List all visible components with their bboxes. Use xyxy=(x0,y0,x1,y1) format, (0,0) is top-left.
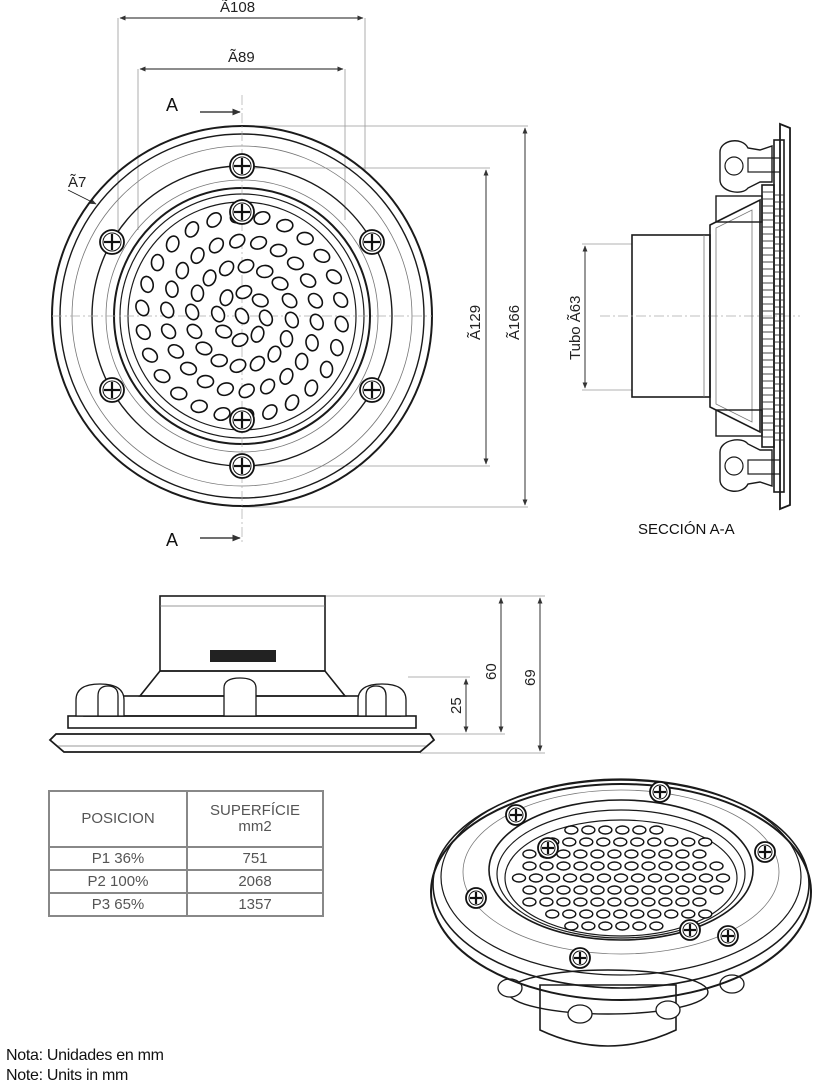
dim-inner-diameter: Ã89 xyxy=(228,49,255,66)
notes: Nota: Unidades en mm Note: Units in mm xyxy=(6,1046,164,1086)
header-surface-unit: mm2 xyxy=(238,818,272,835)
row-surface: 1357 xyxy=(186,892,324,917)
dim-height-69: 69 xyxy=(522,669,539,686)
dim-grate-diameter: Ã129 xyxy=(467,305,484,340)
dim-hole-diameter: Ã7 xyxy=(68,174,86,191)
note-spanish: Nota: Unidades en mm xyxy=(6,1047,164,1064)
header-position: POSICION xyxy=(48,790,188,848)
section-marker-top: A xyxy=(166,95,178,115)
dim-height-60: 60 xyxy=(483,663,500,680)
table-row: P3 65% 1357 xyxy=(48,892,324,917)
row-position: P1 36% xyxy=(48,846,188,871)
header-surface-label: SUPERFÍCIE xyxy=(209,802,300,820)
dim-height-25: 25 xyxy=(448,697,465,714)
dim-flange-diameter: Ã166 xyxy=(506,305,523,340)
row-position: P2 100% xyxy=(48,869,188,894)
top-view xyxy=(51,15,528,545)
row-surface: 751 xyxy=(186,846,324,871)
side-elevation xyxy=(48,595,545,754)
row-surface: 2068 xyxy=(186,869,324,894)
note-english: Note: Units in mm xyxy=(6,1067,129,1084)
dim-outer-diameter: Ã108 xyxy=(220,0,255,16)
dim-pipe: Tubo Ã63 xyxy=(567,296,584,361)
table-row: P2 100% 2068 xyxy=(48,869,324,894)
isometric-view xyxy=(430,778,812,1047)
section-a-a xyxy=(582,122,800,511)
section-marker-bottom: A xyxy=(166,530,178,550)
row-position: P3 65% xyxy=(48,892,188,917)
table-row: P1 36% 751 xyxy=(48,846,324,871)
section-title: SECCIÓN A-A xyxy=(638,521,735,538)
